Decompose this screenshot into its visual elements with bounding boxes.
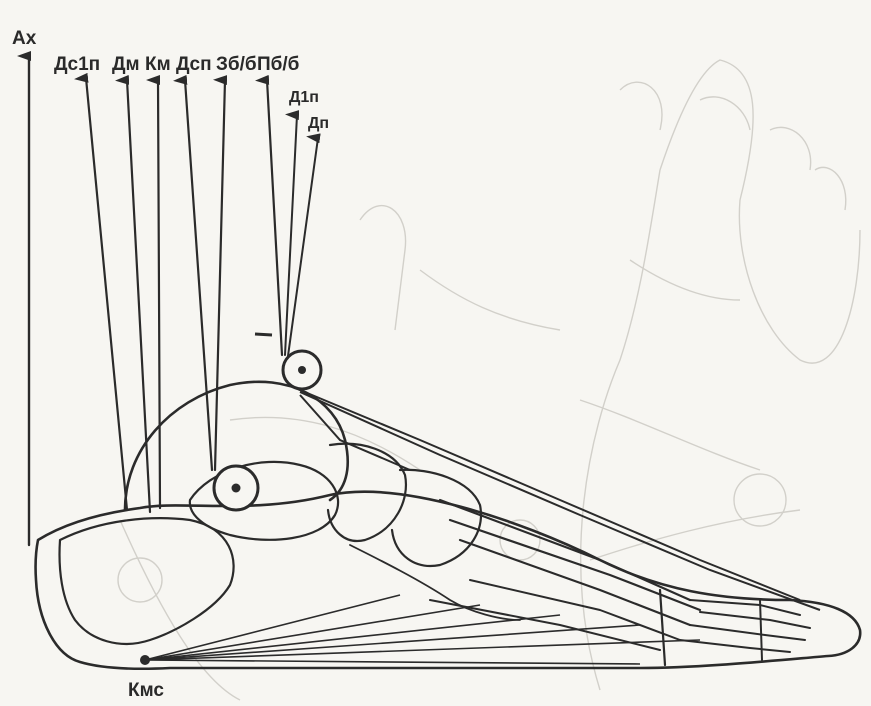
- calcaneus-outline: [60, 518, 234, 644]
- label-zbb: Зб/б: [216, 54, 257, 75]
- talus-bone: [190, 462, 338, 540]
- label-dm: Дм: [112, 54, 140, 75]
- label-pbb: Пб/б: [257, 54, 299, 75]
- dorsal-tendons: [300, 390, 820, 610]
- label-km: Км: [145, 54, 171, 75]
- label-d1p: Д1п: [289, 89, 319, 106]
- label-kms: Кмс: [128, 680, 164, 701]
- ip-joint-line: [760, 600, 762, 660]
- arrow-km: [158, 80, 160, 508]
- arrow-zbb: [215, 80, 225, 470]
- arrow-pbb: [267, 80, 282, 355]
- metatarsal-2: [450, 520, 700, 610]
- mtp-joint-line: [660, 590, 665, 665]
- ink-mark: [255, 334, 272, 335]
- plantar-muscle-lines: [145, 595, 700, 664]
- arrow-dm: [127, 80, 150, 512]
- label-dp: Дп: [308, 115, 329, 132]
- toe-phalanges: [680, 600, 810, 652]
- arrow-dsp: [185, 80, 212, 470]
- muscle-force-arrows: [86, 78, 318, 512]
- cuboid-bone: [350, 545, 520, 620]
- pulley-lower: [214, 466, 258, 510]
- label-dsp: Дсп: [176, 54, 212, 75]
- kms-origin-point: [140, 655, 150, 665]
- arrow-dp: [288, 138, 318, 356]
- metatarsal-1: [440, 500, 690, 600]
- arrow-d1p: [285, 115, 297, 355]
- pulley-upper: [283, 351, 321, 389]
- arrow-ds1p: [86, 78, 127, 510]
- label-ds1p: Дс1п: [54, 54, 100, 75]
- label-ax: Ax: [12, 28, 37, 49]
